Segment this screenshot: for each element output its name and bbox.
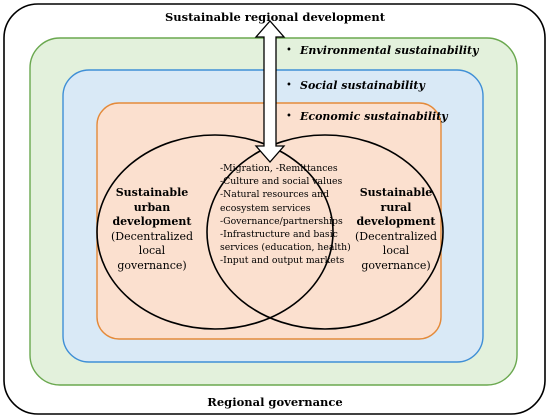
top-title: Sustainable regional development: [164, 10, 386, 24]
overlap-item: -Infrastructure and basic: [220, 229, 338, 241]
rural-title-line-3: development: [356, 215, 436, 229]
double-arrow: [254, 20, 286, 163]
label-social: Social sustainability: [300, 79, 425, 92]
urban-title-line-2: urban: [133, 200, 171, 214]
urban-sub-line-1: (Decentralized: [111, 229, 193, 243]
overlap-item: -Input and output markets: [220, 255, 345, 267]
rural-title-line-1: Sustainable: [359, 186, 433, 199]
rural-sub-line-3: governance): [361, 258, 431, 272]
overlap-item: ecosystem services: [220, 202, 311, 214]
urban-sub-line-2: local: [138, 244, 166, 258]
overlap-item: -Migration, -Remittances: [220, 163, 338, 174]
rural-title-line-2: rural: [380, 200, 412, 214]
rural-sub-line-2: local: [382, 244, 410, 258]
bullet-social: •: [286, 80, 292, 91]
bullet-economic: •: [286, 111, 292, 122]
rural-sub-line-1: (Decentralized: [355, 229, 437, 243]
overlap-item: -Governance/partnerships: [220, 215, 343, 227]
urban-title-line-1: Sustainable: [115, 186, 189, 199]
urban-text: Sustainable urban development (Decentral…: [100, 186, 204, 274]
rural-text: Sustainable rural development (Decentral…: [346, 186, 446, 274]
bullet-environmental: •: [286, 45, 292, 56]
overlap-item: services (education, health): [220, 242, 351, 254]
bottom-title: Regional governance: [207, 395, 343, 409]
overlap-item: -Natural resources and: [220, 189, 330, 201]
label-economic: Economic sustainability: [300, 110, 448, 123]
urban-sub-line-3: governance): [117, 258, 187, 272]
urban-title-line-3: development: [112, 215, 192, 229]
overlap-item: -Culture and social values: [220, 176, 343, 188]
overlap-list: -Migration, -Remittances -Culture and so…: [220, 162, 351, 268]
label-environmental: Environmental sustainability: [300, 44, 479, 57]
urban-ellipse: [96, 134, 334, 330]
rural-ellipse: [206, 134, 444, 330]
